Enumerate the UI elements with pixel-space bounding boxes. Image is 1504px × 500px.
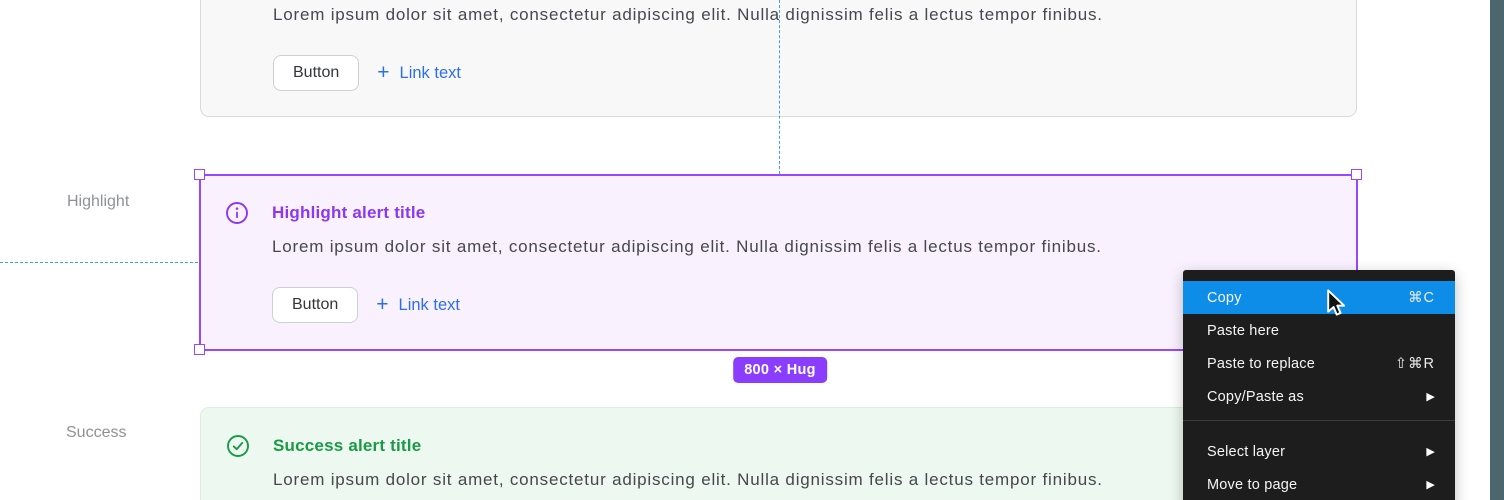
submenu-arrow-icon: ▶ (1426, 446, 1435, 458)
alert-body-text: Lorem ipsum dolor sit amet, consectetur … (273, 470, 1103, 489)
alert-button[interactable]: Button (272, 287, 359, 323)
plus-icon: + (376, 292, 389, 316)
alert-title: Success alert title (273, 436, 422, 455)
selection-handle-top-left[interactable] (194, 169, 205, 180)
alert-body-text: Lorem ipsum dolor sit amet, consectetur … (273, 5, 1103, 24)
alert-button[interactable]: Button (273, 55, 360, 91)
menu-item-move-to-page[interactable]: Move to page ▶ (1183, 468, 1455, 500)
selection-size-badge: 800 × Hug (733, 357, 827, 383)
menu-item-label: Select layer (1207, 443, 1286, 460)
submenu-arrow-icon: ▶ (1426, 479, 1435, 491)
alert-card-default[interactable]: Lorem ipsum dolor sit amet, consectetur … (200, 0, 1357, 117)
menu-item-paste-to-replace[interactable]: Paste to replace ⇧⌘R (1183, 347, 1455, 380)
alert-title: Highlight alert title (272, 203, 426, 222)
center-guide-horizontal (0, 262, 198, 263)
row-label-highlight: Highlight (67, 193, 130, 210)
menu-item-copy[interactable]: Copy ⌘C (1183, 281, 1455, 314)
menu-separator (1183, 420, 1455, 421)
selection-handle-bottom-left[interactable] (194, 344, 205, 355)
menu-item-label: Paste to replace (1207, 355, 1315, 372)
selection-handle-top-right[interactable] (1351, 169, 1362, 180)
alert-actions: Button + Link text (272, 287, 460, 323)
plus-icon: + (377, 60, 390, 84)
alert-card-highlight[interactable]: Highlight alert title Lorem ipsum dolor … (200, 175, 1357, 350)
menu-item-label: Copy (1207, 289, 1242, 306)
menu-item-select-layer[interactable]: Select layer ▶ (1183, 435, 1455, 468)
alert-card-success[interactable]: Success alert title Lorem ipsum dolor si… (200, 407, 1357, 500)
right-panel-edge (1490, 0, 1504, 500)
alert-link-label: Link text (399, 63, 461, 82)
submenu-arrow-icon: ▶ (1426, 391, 1435, 403)
menu-item-label: Copy/Paste as (1207, 388, 1304, 405)
info-icon (225, 201, 249, 225)
menu-item-shortcut: ⇧⌘R (1394, 355, 1435, 372)
alert-actions: Button + Link text (273, 55, 461, 91)
menu-item-copy-paste-as[interactable]: Copy/Paste as ▶ (1183, 380, 1455, 413)
menu-item-label: Move to page (1207, 476, 1298, 493)
alert-link[interactable]: + Link text (376, 292, 460, 316)
menu-item-paste-here[interactable]: Paste here (1183, 314, 1455, 347)
alert-link-label: Link text (398, 295, 460, 314)
row-label-success: Success (66, 424, 127, 441)
center-guide-vertical (779, 0, 780, 174)
check-circle-icon (226, 434, 250, 458)
menu-item-label: Paste here (1207, 322, 1280, 339)
alert-link[interactable]: + Link text (377, 60, 461, 84)
menu-item-shortcut: ⌘C (1408, 289, 1435, 306)
context-menu: Copy ⌘C Paste here Paste to replace ⇧⌘R … (1183, 270, 1455, 500)
alert-body-text: Lorem ipsum dolor sit amet, consectetur … (272, 237, 1102, 256)
